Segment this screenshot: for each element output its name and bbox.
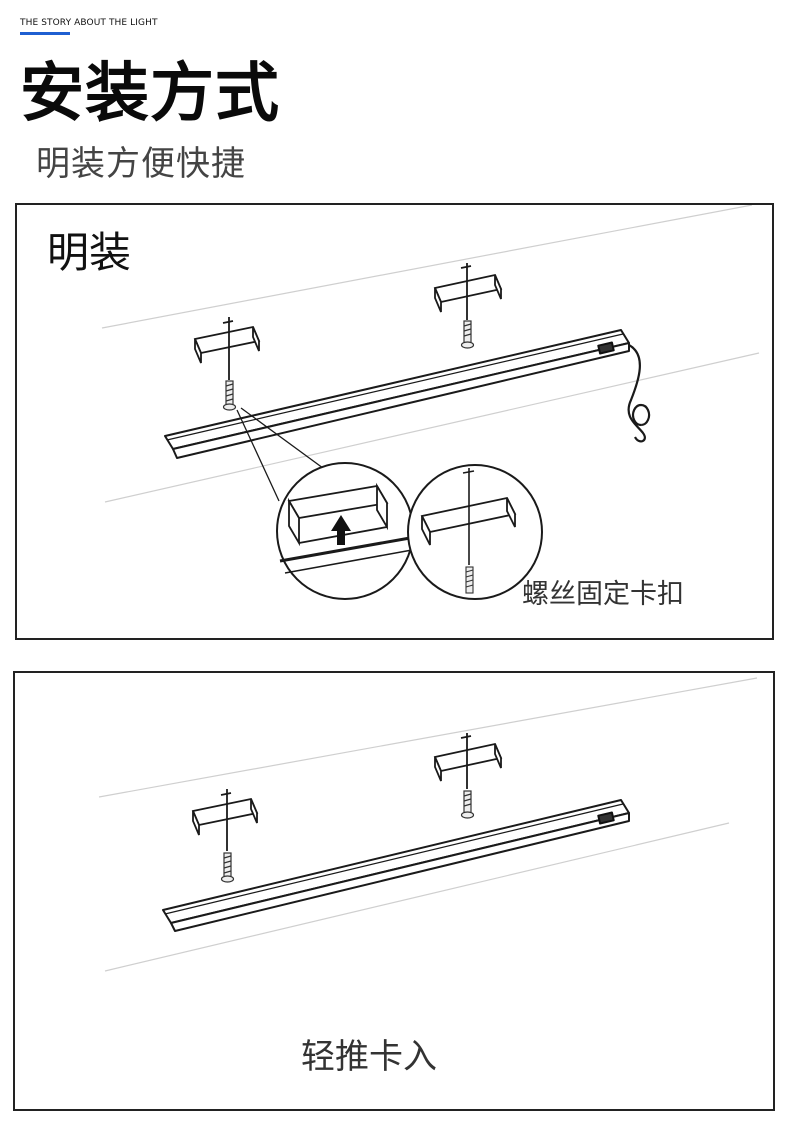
- screw-left: [222, 380, 237, 411]
- brand-tagline: THE STORY ABOUT THE LIGHT: [20, 18, 158, 28]
- surface-mount-diagram: [101, 205, 760, 600]
- push-in-caption: 轻推卡入: [301, 1037, 437, 1077]
- push-in-diagram: [98, 677, 758, 972]
- power-plug: [631, 403, 651, 427]
- power-cord: [627, 344, 646, 443]
- surface-mount-heading: 明装: [47, 228, 132, 277]
- tagline-underline: [20, 32, 70, 35]
- detail-circle-screw-clip: [407, 464, 543, 600]
- mounting-clip-right: [433, 263, 503, 320]
- screw-left: [220, 852, 235, 883]
- light-bar: [164, 329, 630, 459]
- mounting-clip-left: [193, 317, 261, 380]
- mounting-clip-right: [433, 733, 503, 789]
- screw-right: [460, 320, 475, 349]
- callout-lines: [236, 407, 328, 502]
- page-title: 安装方式: [20, 57, 280, 131]
- up-arrow-icon: [331, 515, 351, 545]
- screw-right: [460, 790, 475, 819]
- mounting-clip-left: [191, 789, 259, 851]
- ceiling-guide-lines: [101, 205, 760, 503]
- push-in-panel: 轻推卡入: [13, 671, 775, 1111]
- screw-clip-caption: 螺丝固定卡扣: [522, 579, 684, 610]
- light-bar: [162, 799, 630, 932]
- page-subtitle: 明装方便快捷: [36, 144, 246, 184]
- detail-circle-clip-on-bar: [276, 462, 414, 600]
- surface-mount-panel: 明装 螺丝固定卡扣: [15, 203, 774, 640]
- ceiling-guide-lines: [98, 677, 758, 972]
